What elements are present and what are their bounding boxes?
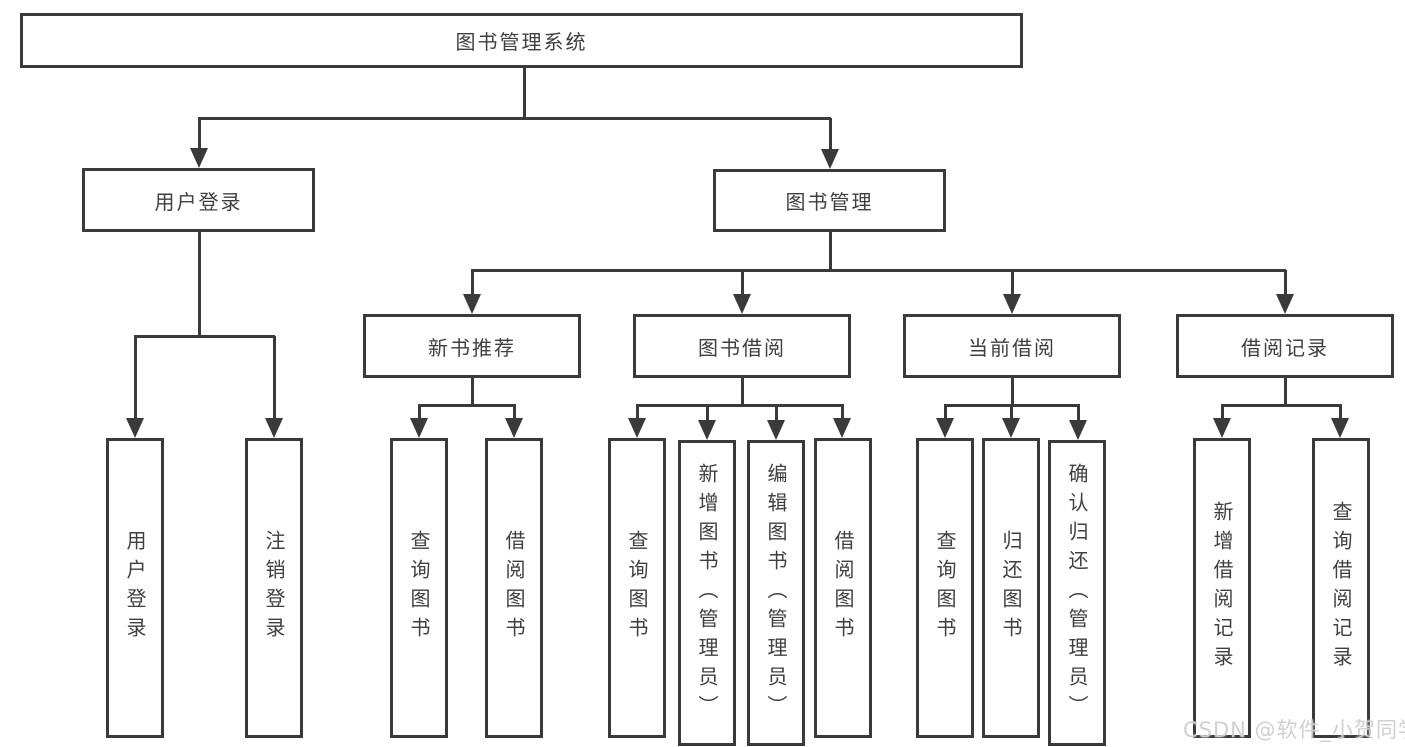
- connector-line: [841, 405, 844, 419]
- connector-arrow: [1002, 418, 1020, 438]
- connector-arrow: [505, 418, 523, 438]
- leaf-label: 查询借阅记录: [1329, 501, 1353, 675]
- connector-arrow: [767, 420, 785, 440]
- connector-line: [1010, 405, 1013, 419]
- leaf-nbr-borrow-books: 借阅图书: [485, 438, 543, 738]
- connector-arrow: [698, 420, 716, 440]
- connector-line: [418, 404, 516, 407]
- node-current-borrowing: 当前借阅: [903, 314, 1121, 378]
- connector-line: [134, 336, 137, 419]
- node-library-management-system: 图书管理系统: [20, 13, 1023, 68]
- connector-arrow: [463, 294, 481, 314]
- connector-arrow: [936, 418, 954, 438]
- leaf-label: 查询图书: [625, 530, 649, 646]
- connector-arrow: [733, 294, 751, 314]
- leaf-bb-edit-books-admin: 编辑图书（管理员）: [747, 440, 805, 746]
- connector-line: [513, 405, 516, 419]
- connector-arrow: [1069, 420, 1087, 440]
- connector-line: [1011, 270, 1014, 295]
- leaf-cb-return-books: 归还图书: [982, 438, 1040, 738]
- connector-line: [471, 269, 1286, 272]
- connector-line: [741, 270, 744, 295]
- connector-line: [1077, 405, 1080, 421]
- node-label: 用户登录: [154, 189, 243, 214]
- connector-arrow: [1213, 418, 1231, 438]
- leaf-label: 借阅图书: [831, 530, 855, 646]
- connector-arrow: [410, 418, 428, 438]
- connector-line: [471, 378, 474, 406]
- connector-line: [636, 405, 639, 419]
- connector-line: [198, 232, 201, 337]
- connector-line: [1339, 405, 1342, 419]
- node-book-management: 图书管理: [713, 169, 946, 232]
- leaf-cb-query-books: 查询图书: [916, 438, 974, 738]
- leaf-user-login: 用户登录: [106, 438, 164, 738]
- node-label: 当前借阅: [968, 335, 1056, 360]
- connector-line: [134, 335, 275, 338]
- node-label: 借阅记录: [1241, 335, 1329, 360]
- leaf-br-query-record: 查询借阅记录: [1312, 438, 1370, 738]
- connector-arrow: [628, 418, 646, 438]
- leaf-label: 注销登录: [262, 530, 286, 646]
- connector-arrow: [821, 149, 839, 169]
- leaf-bb-borrow-books: 借阅图书: [814, 438, 872, 738]
- leaf-label: 用户登录: [123, 530, 147, 646]
- connector-line: [944, 405, 947, 419]
- leaf-cb-confirm-return-admin: 确认归还（管理员）: [1048, 440, 1106, 746]
- connector-line: [198, 117, 831, 120]
- connector-line: [741, 378, 744, 406]
- node-label: 新书推荐: [428, 335, 516, 360]
- connector-arrow: [1003, 294, 1021, 314]
- leaf-label: 查询图书: [407, 530, 431, 646]
- connector-arrow: [190, 148, 208, 168]
- connector-line: [273, 336, 276, 419]
- connector-line: [418, 405, 421, 419]
- connector-line: [523, 68, 526, 120]
- leaf-label: 借阅图书: [502, 530, 526, 646]
- connector-arrow: [265, 418, 283, 438]
- leaf-bb-add-books-admin: 新增图书（管理员）: [678, 440, 736, 746]
- connector-line: [1011, 378, 1014, 406]
- connector-line: [636, 404, 844, 407]
- leaf-label: 查询图书: [933, 530, 957, 646]
- leaf-nbr-query-books: 查询图书: [390, 438, 448, 738]
- connector-arrow: [126, 418, 144, 438]
- connector-line: [775, 405, 778, 421]
- node-book-borrowing: 图书借阅: [633, 314, 851, 378]
- connector-line: [198, 118, 201, 150]
- connector-arrow: [1331, 418, 1349, 438]
- leaf-br-add-record: 新增借阅记录: [1193, 438, 1251, 738]
- node-label: 图书借阅: [698, 335, 786, 360]
- node-user-login: 用户登录: [82, 168, 315, 232]
- leaf-label: 确认归还（管理员）: [1065, 462, 1089, 724]
- node-label: 图书管理: [785, 190, 874, 214]
- connector-line: [1284, 270, 1287, 295]
- connector-line: [1284, 378, 1287, 406]
- connector-line: [1221, 404, 1342, 407]
- leaf-label: 新增图书（管理员）: [695, 462, 719, 724]
- connector-arrow: [1276, 294, 1294, 314]
- leaf-logout: 注销登录: [245, 438, 303, 738]
- leaf-bb-query-books: 查询图书: [608, 438, 666, 738]
- connector-line: [471, 270, 474, 295]
- connector-line: [1221, 405, 1224, 419]
- node-borrowing-records: 借阅记录: [1176, 314, 1394, 378]
- connector-line: [829, 118, 832, 151]
- leaf-label: 编辑图书（管理员）: [764, 462, 788, 724]
- connector-arrow: [833, 418, 851, 438]
- node-new-book-recommend: 新书推荐: [363, 314, 581, 378]
- connector-line: [829, 232, 832, 271]
- node-label: 图书管理系统: [455, 30, 588, 54]
- leaf-label: 新增借阅记录: [1210, 501, 1234, 675]
- leaf-label: 归还图书: [999, 530, 1023, 646]
- connector-line: [706, 405, 709, 421]
- csdn-watermark: CSDN @软件_小贺同学: [1183, 718, 1405, 742]
